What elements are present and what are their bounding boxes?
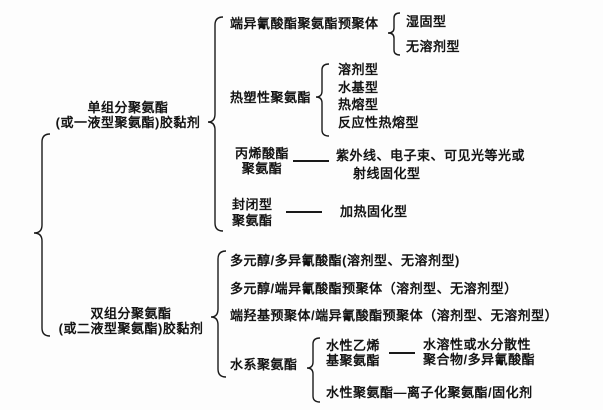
group2-label: 双组分聚氨酯 (或二液型聚氨酯)胶黏剂: [42, 306, 220, 336]
group1-label-line1: 单组分聚氨酯: [87, 100, 169, 115]
acrylate-label-line2: 聚氨酯: [241, 161, 283, 176]
group1-brace: [208, 16, 223, 232]
vinyl-type-line1: 水溶性或水分散性: [423, 337, 532, 352]
branch-thermoplastic-label: 热塑性聚氨酯: [230, 90, 312, 105]
acrylate-type-line2: 射线固化型: [353, 166, 421, 181]
blocked-label-line1: 封闭型: [232, 197, 273, 212]
prepolymer-brace: [388, 12, 400, 56]
blocked-connector-line: [286, 211, 322, 213]
branch-waterborne-label: 水系聚氨酯: [230, 357, 298, 372]
thermoplastic-type-solvent: 溶剂型: [338, 62, 379, 77]
aqueous-pu-item: 水性聚氨酯—离子化聚氨酯/固化剂: [326, 385, 533, 400]
branch-polyol-prepolymer: 多元醇/端异氰酸酯预聚体（溶剂型、无溶剂型）: [230, 281, 518, 296]
branch-prepolymer-label: 端异氰酸酯聚氨酯预聚体: [230, 16, 379, 31]
prepolymer-type-solventfree: 无溶剂型: [406, 39, 461, 54]
acrylate-label-line1: 丙烯酸酯: [234, 146, 289, 161]
acrylate-type-line1: 紫外线、电子束、可见光等光或: [336, 148, 526, 163]
group1-label: 单组分聚氨酯 (或一液型聚氨酯)胶黏剂: [40, 100, 216, 130]
vinyl-type-line2: 聚合物/多异氰酸酯: [423, 352, 536, 367]
group2-brace: [211, 250, 226, 378]
group1-label-line2: (或一液型聚氨酯)胶黏剂: [55, 115, 201, 130]
branch-hydroxyl-prepolymer: 端羟基预聚体/端异氰酸酯预聚体（溶剂型、无溶剂型）: [230, 308, 559, 323]
waterborne-brace: [307, 337, 320, 403]
acrylate-connector-line: [293, 160, 329, 162]
group2-label-line1: 双组分聚氨酯: [90, 306, 172, 321]
prepolymer-type-moisture: 湿固型: [406, 14, 447, 29]
group2-label-line2: (或二液型聚氨酯)胶黏剂: [58, 321, 204, 336]
root-brace: [34, 133, 50, 337]
vinyl-connector-line: [389, 352, 415, 354]
thermoplastic-type-waterbased: 水基型: [338, 80, 379, 95]
thermoplastic-type-reactive-hotmelt: 反应性热熔型: [338, 115, 420, 130]
vinyl-label-line2: 基聚氨酯: [326, 353, 381, 368]
thermoplastic-type-hotmelt: 热熔型: [338, 97, 379, 112]
branch-polyol-isocyanate: 多元醇/多异氰酸酯(溶剂型、无溶剂型): [230, 253, 460, 268]
branch-acrylate-label: 丙烯酸酯 聚氨酯: [230, 146, 294, 176]
blocked-type: 加热固化型: [340, 204, 408, 219]
vinyl-label-line1: 水性乙烯: [326, 338, 381, 353]
blocked-label-line2: 聚氨酯: [232, 213, 273, 228]
thermoplastic-brace: [316, 63, 329, 137]
